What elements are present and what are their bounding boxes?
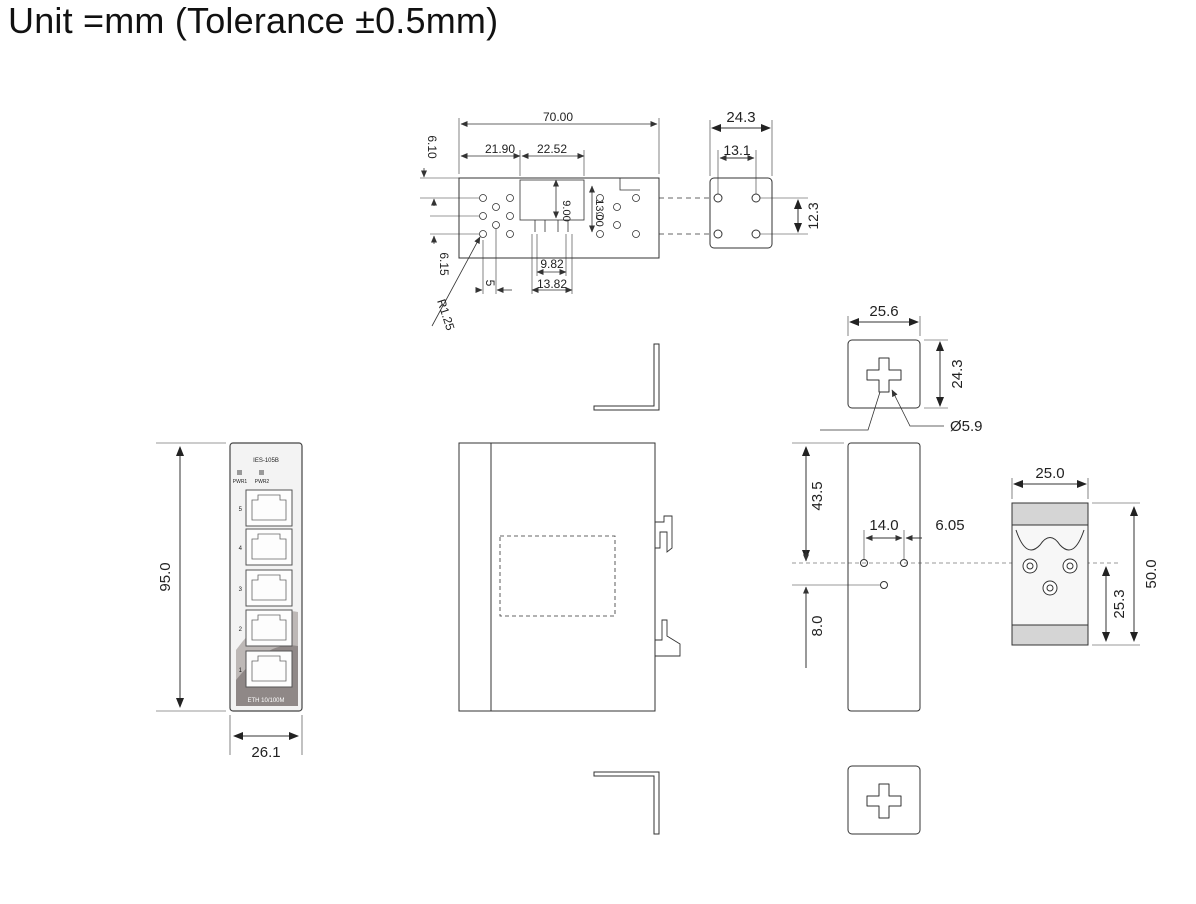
model-label: IES-105B xyxy=(253,458,279,464)
side-view-outline xyxy=(458,442,656,712)
rear-hole xyxy=(860,559,868,567)
din-rail-clip xyxy=(1011,478,1140,646)
led-pwr2 xyxy=(259,470,264,475)
top-view-outline xyxy=(458,177,660,259)
dim-6-10: 6.10 xyxy=(425,135,439,159)
dim-rear-43-5: 43.5 xyxy=(809,481,826,510)
front-footer-label: ETH 10/100M xyxy=(247,698,284,704)
wall-mount-plate-bottom xyxy=(847,765,921,835)
port-label: 5 xyxy=(239,507,243,513)
dim-21-90: 21.90 xyxy=(485,142,515,156)
dim-width-70: 70.00 xyxy=(543,110,573,124)
dim-height-95: 95.0 xyxy=(157,562,174,591)
dim-9-82: 9.82 xyxy=(540,257,564,271)
page-title: Unit =mm (Tolerance ±0.5mm) xyxy=(8,0,499,41)
dim-din-25-0: 25.0 xyxy=(1035,465,1064,482)
dim-22-52: 22.52 xyxy=(537,142,567,156)
ethernet-ports xyxy=(245,489,293,688)
bracket-top-view xyxy=(709,120,808,249)
dim-bracket-13-1: 13.1 xyxy=(723,142,750,158)
dim-13-00: 13.00 xyxy=(593,199,605,227)
pwr1-label: PWR1 xyxy=(233,479,248,485)
side-bracket-top xyxy=(593,343,660,411)
dim-13-82: 13.82 xyxy=(537,277,567,291)
dim-bracket-12-3: 12.3 xyxy=(805,202,821,229)
din-clip-bottom xyxy=(655,619,681,657)
port-label: 1 xyxy=(239,668,243,674)
front-view xyxy=(156,442,303,755)
port-label: 3 xyxy=(239,587,243,593)
side-view xyxy=(458,442,681,712)
dim-rear-8-0: 8.0 xyxy=(809,616,826,637)
port-label: 4 xyxy=(239,546,243,552)
top-view-holes xyxy=(479,194,640,238)
port-label: 2 xyxy=(239,627,243,633)
rear-view-outline xyxy=(847,442,921,712)
dim-rear-6-05: 6.05 xyxy=(935,517,964,534)
dim-din-25-3: 25.3 xyxy=(1111,589,1128,618)
rear-view xyxy=(792,442,1120,712)
dim-5: 5 xyxy=(483,280,497,287)
wall-mount-plate xyxy=(820,316,948,431)
dim-9-00: 9.00 xyxy=(560,200,572,221)
dim-bracket-24-3: 24.3 xyxy=(726,109,755,126)
dim-6-15: 6.15 xyxy=(437,252,451,276)
top-view-connector xyxy=(519,179,585,221)
dim-width-26-1: 26.1 xyxy=(251,744,280,761)
pwr2-label: PWR2 xyxy=(255,479,270,485)
led-pwr1 xyxy=(237,470,242,475)
rear-hole xyxy=(880,581,888,589)
din-clip-top xyxy=(655,515,673,553)
side-view-label-area xyxy=(499,535,616,617)
dim-wall-25-6: 25.6 xyxy=(869,303,898,320)
top-view xyxy=(420,118,712,327)
dim-wall-24-3: 24.3 xyxy=(949,359,966,388)
dim-din-50-0: 50.0 xyxy=(1143,559,1160,588)
dim-hole: Ø5.9 xyxy=(950,418,983,435)
dim-rear-14-0: 14.0 xyxy=(869,517,898,534)
side-bracket-bottom xyxy=(593,771,660,835)
